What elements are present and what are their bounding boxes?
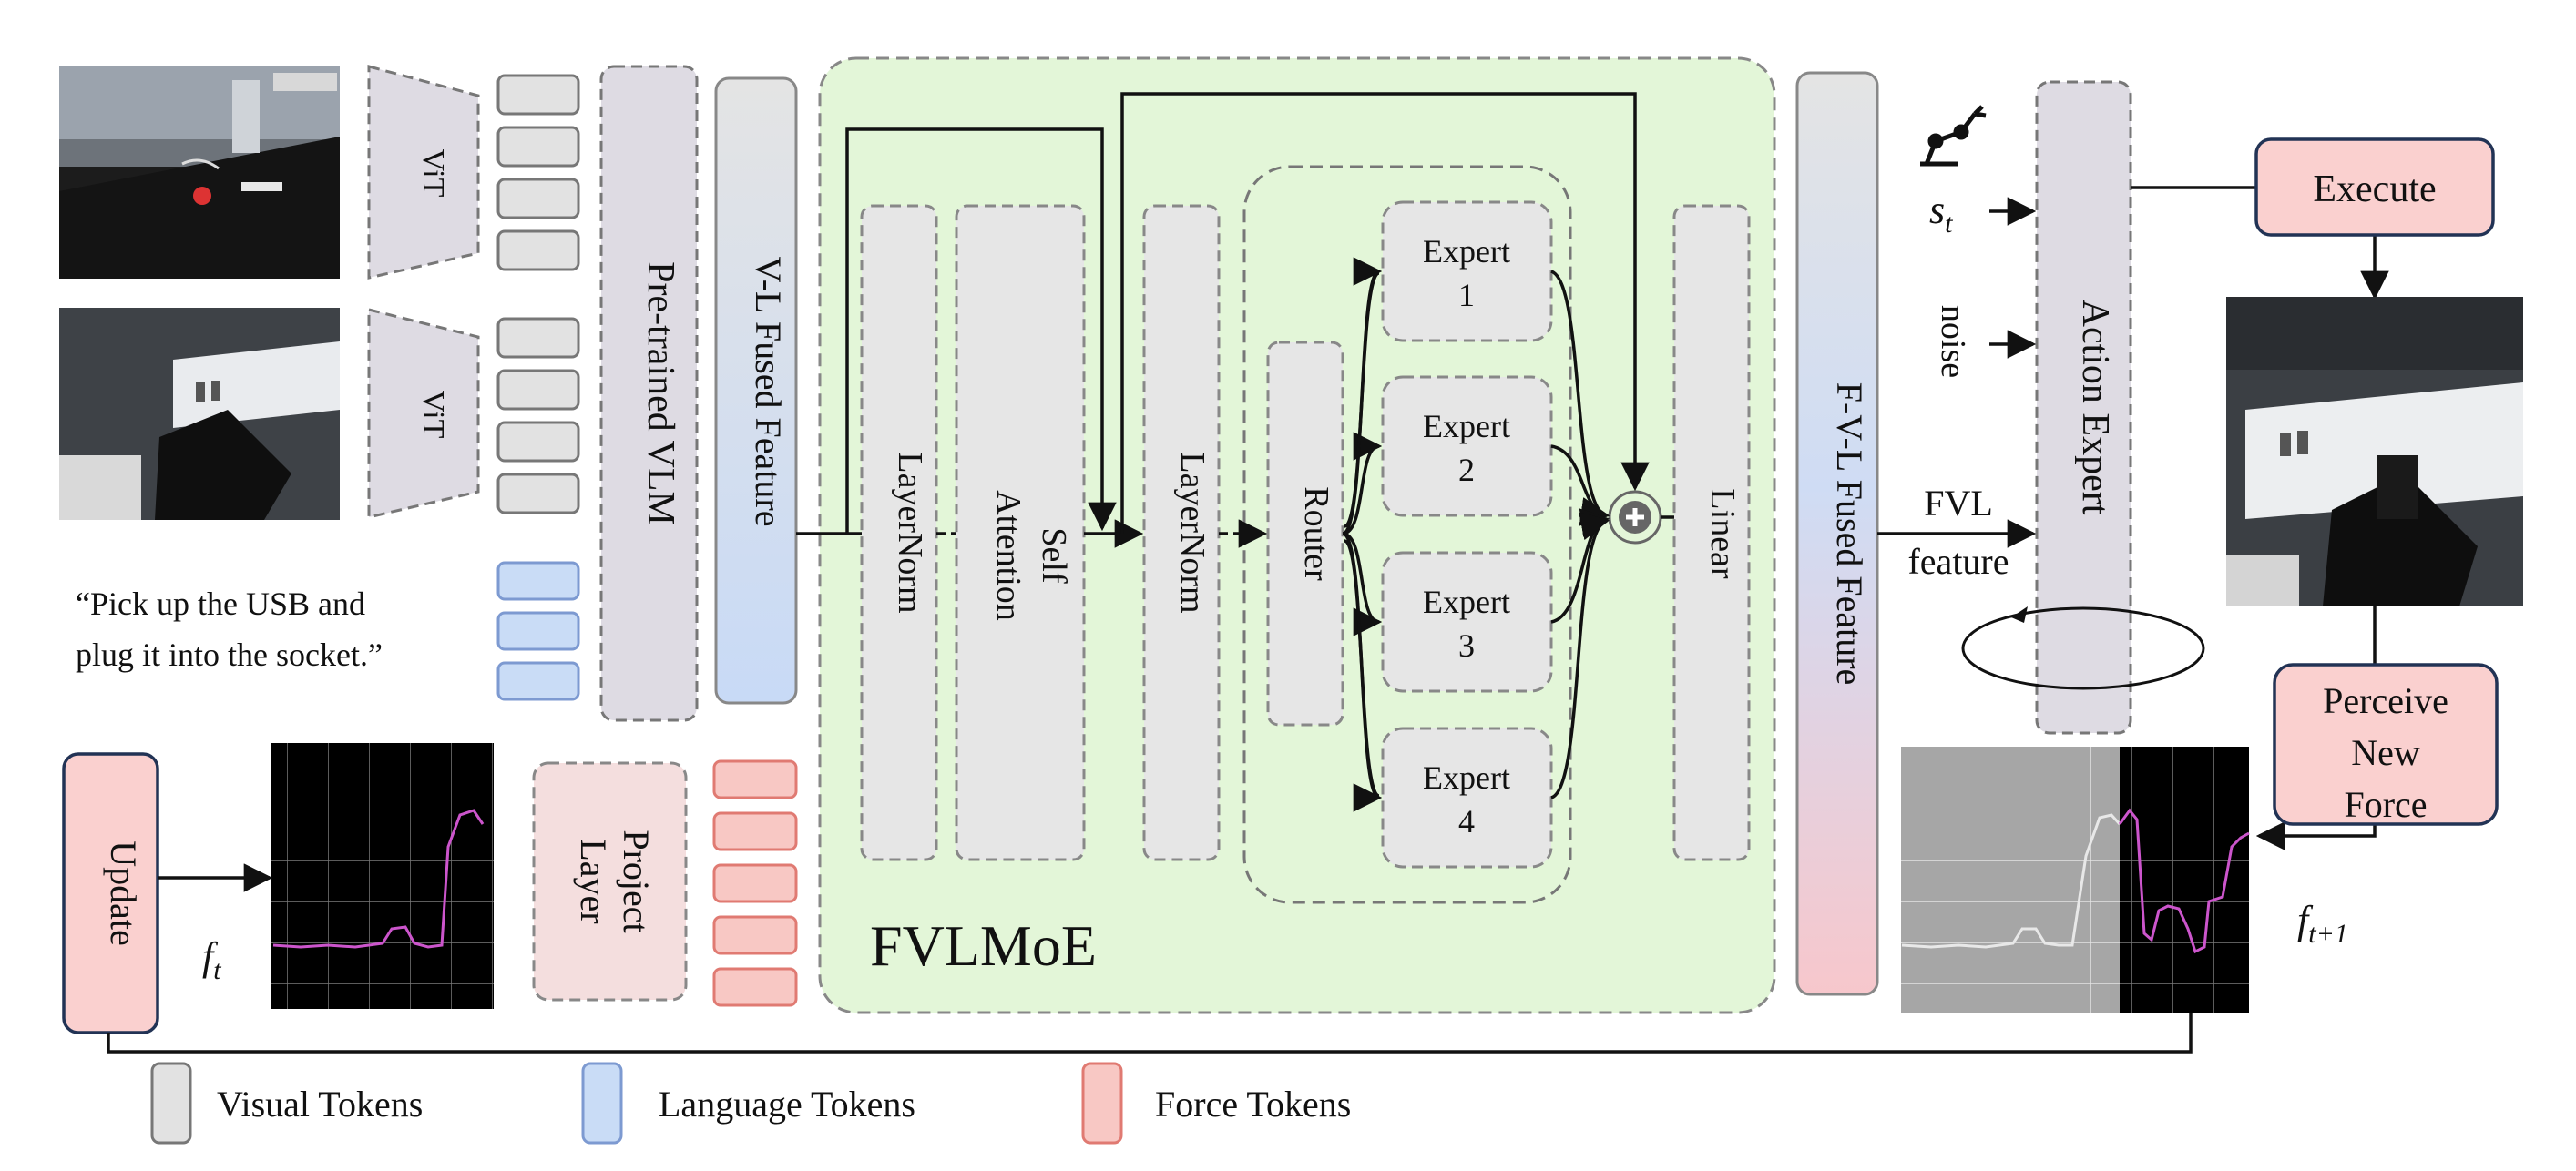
- update-connections: [107, 863, 2193, 1054]
- instruction-line-2: plug it into the socket.”: [76, 636, 383, 673]
- expert-2-label: Expert: [1423, 408, 1510, 444]
- language-token: [496, 661, 580, 701]
- router-label: Router: [1297, 486, 1335, 581]
- vl-fused-feature-block: V-L Fused Feature: [714, 76, 798, 705]
- vit-encoder-2: ViT: [367, 308, 480, 519]
- perceive-label-3: Force: [2344, 784, 2427, 825]
- noise-label: noise: [1934, 305, 1972, 378]
- expert-4: Expert 4: [1381, 727, 1553, 869]
- f-t-symbol: ft: [202, 934, 221, 985]
- plus-circle-icon: [1608, 490, 1662, 545]
- pretrained-vlm-block: Pre-trained VLM: [599, 65, 699, 722]
- layernorm-2-label: LayerNorm: [1173, 452, 1211, 613]
- update-block: Update: [62, 752, 159, 1034]
- force-token: [712, 759, 798, 799]
- visual-token: [496, 421, 580, 463]
- expert-1-number: 1: [1458, 277, 1475, 313]
- visual-token: [496, 317, 580, 359]
- vit-encoder-1: ViT: [367, 65, 480, 280]
- force-tokens-group: [712, 759, 798, 1007]
- f-t1-symbol: ft+1: [2297, 898, 2348, 949]
- fvlmoe-block: FVLMoE LayerNorm Self Attention LayerNor…: [818, 56, 1776, 1014]
- expert-3-number: 3: [1458, 627, 1475, 664]
- expert-1: Expert 1: [1381, 200, 1553, 342]
- visual-token: [496, 126, 580, 168]
- force-token: [712, 967, 798, 1007]
- legend: Visual Tokens Language Tokens Force Toke…: [150, 1062, 1351, 1145]
- visual-token: [496, 473, 580, 514]
- s-t-symbol: st: [1929, 188, 1953, 239]
- fvl-fused-feature-label: F-V-L Fused Feature: [1829, 382, 1870, 686]
- layernorm-1-label: LayerNorm: [891, 452, 929, 613]
- linear-layer: [1672, 204, 1751, 861]
- update-label: Update: [103, 840, 144, 946]
- expert-2-number: 2: [1458, 452, 1475, 488]
- force-token: [712, 811, 798, 851]
- action-expert-block: Action Expert: [2035, 80, 2132, 735]
- legend-label-force: Force Tokens: [1155, 1084, 1351, 1125]
- legend-label-language: Language Tokens: [659, 1084, 915, 1125]
- execute-label: Execute: [2313, 168, 2436, 210]
- action-expert-arrows: [1877, 186, 2389, 850]
- linear-label: Linear: [1703, 488, 1742, 579]
- legend-swatch-language: [581, 1062, 623, 1145]
- language-tokens-group: [496, 561, 580, 701]
- legend-swatch-force: [1081, 1062, 1123, 1145]
- force-plot-new: [1901, 747, 2250, 1013]
- visual-token: [496, 74, 580, 116]
- perceive-label-2: New: [2351, 732, 2420, 773]
- expert-3-label: Expert: [1423, 584, 1510, 620]
- legend-label-visual: Visual Tokens: [217, 1084, 423, 1125]
- visual-token: [496, 229, 580, 271]
- instruction-line-1: “Pick up the USB and: [76, 586, 365, 622]
- perceive-label-1: Perceive: [2323, 680, 2448, 721]
- project-layer-block: Project Layer: [532, 761, 688, 1002]
- legend-swatch-visual: [150, 1062, 192, 1145]
- expert-2: Expert 2: [1381, 375, 1553, 517]
- perceive-new-force-block: Perceive New Force: [2273, 663, 2499, 826]
- expert-4-number: 4: [1458, 803, 1475, 840]
- force-token: [712, 915, 798, 955]
- robot-arm-icon: [1920, 105, 1987, 167]
- vit-label-1: ViT: [416, 149, 450, 198]
- expert-1-label: Expert: [1423, 233, 1510, 270]
- fvl-fused-feature-block: F-V-L Fused Feature: [1795, 71, 1879, 996]
- vit-label-2: ViT: [416, 391, 450, 439]
- visual-token: [496, 369, 580, 411]
- project-layer-label-2: Layer: [573, 839, 614, 923]
- socket-execution-photo: [2226, 297, 2523, 606]
- execute-block: Execute: [2254, 137, 2495, 237]
- visual-tokens-group: [496, 74, 580, 514]
- expert-4-label: Expert: [1423, 759, 1510, 796]
- fvl-feature-label-1: FVL: [1924, 483, 1993, 524]
- loop-arrow-icon: [1961, 606, 2205, 690]
- expert-3: Expert 3: [1381, 551, 1553, 693]
- force-token: [712, 863, 798, 903]
- self-attention-label-1: Self: [1035, 527, 1073, 584]
- language-token: [496, 611, 580, 651]
- force-plot-current: [271, 743, 494, 1009]
- fvl-feature-label-2: feature: [1907, 541, 2009, 582]
- project-layer-label-1: Project: [616, 830, 657, 932]
- visual-token: [496, 178, 580, 219]
- robot-wrist-photo-2: [59, 308, 340, 520]
- language-token: [496, 561, 580, 601]
- fvlmoe-label: FVLMoE: [870, 913, 1097, 978]
- pretrained-vlm-label: Pre-trained VLM: [639, 261, 681, 525]
- vl-fused-feature-label: V-L Fused Feature: [748, 257, 789, 527]
- robot-scene-photo-1: [59, 66, 340, 279]
- action-expert-label: Action Expert: [2074, 300, 2116, 515]
- moe-connections: [796, 92, 1674, 812]
- self-attention-label-2: Attention: [989, 490, 1027, 621]
